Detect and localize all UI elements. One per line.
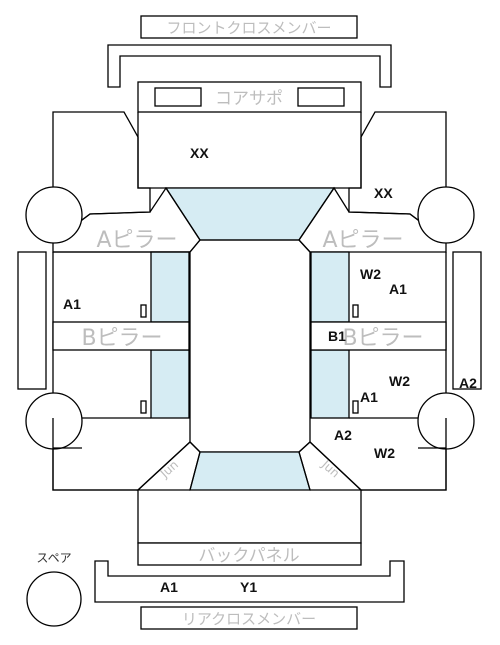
grade-rear-door-right-b: A1 (360, 389, 378, 405)
left-rear-window (150, 349, 190, 419)
left-rear-door-handle (140, 400, 147, 414)
back-panel-label: バックパネル (198, 546, 299, 566)
rear-bumper (94, 560, 405, 603)
rear-seal-left (136, 441, 201, 491)
a-pillar-left-label: Aピラー (96, 228, 177, 253)
grade-quarter-right-a: A2 (334, 427, 352, 443)
left-front-door-handle (140, 304, 147, 318)
rear-seal-left-label: Jun (157, 458, 181, 482)
core-support-label: コアサポ (215, 89, 283, 109)
hood (137, 112, 362, 189)
rear-cross-member-box (140, 606, 358, 630)
grade-quarter-right-b: W2 (374, 445, 395, 461)
core-support-right-slot (297, 87, 345, 107)
grade-rear-left: A1 (160, 579, 178, 595)
right-front-door-handle (352, 304, 359, 318)
right-rear-window (310, 349, 350, 419)
grade-front-door-right-b: A1 (389, 281, 407, 297)
rear-seal-right (298, 441, 363, 491)
front-cross-member-box (140, 15, 358, 39)
right-side-step (452, 251, 482, 390)
back-panel-box (137, 542, 362, 566)
body-left-side (52, 252, 138, 491)
b-pillar-left-label: Bピラー (81, 326, 162, 351)
core-support-left-slot (154, 87, 202, 107)
spare-tire-label: スペア (36, 551, 71, 565)
grade-rear-right: Y1 (240, 579, 257, 595)
grade-front-door-left: A1 (63, 296, 81, 312)
a-pillar-right-label: Aピラー (322, 228, 403, 253)
windshield (164, 187, 336, 241)
rear-left-wheel (25, 392, 83, 450)
trunk (137, 490, 362, 544)
rear-window (189, 451, 311, 491)
grade-fender-right: XX (374, 185, 393, 201)
front-left-wheel (25, 186, 83, 244)
front-bumper (107, 44, 392, 88)
rear-seal-right-label: Jun (318, 457, 342, 481)
left-side-step (17, 251, 47, 390)
front-cross-member-label: フロントクロスメンバー (166, 19, 331, 37)
grade-hood-left: XX (190, 145, 209, 161)
b-pillar-right-label: Bピラー (342, 326, 423, 351)
grade-step-right: A2 (459, 375, 477, 391)
b-pillar-right-band (310, 321, 447, 351)
b-pillar-left-band (52, 321, 190, 351)
cabin-outline (189, 239, 311, 453)
grade-pillar-right: B1 (328, 328, 346, 344)
grade-front-door-right-a: W2 (360, 266, 381, 282)
left-front-window (150, 251, 190, 323)
grade-rear-door-right-a: W2 (389, 373, 410, 389)
right-front-window (310, 251, 350, 323)
front-right-wheel (417, 186, 475, 244)
spare-tire (26, 571, 82, 627)
right-rear-door-handle (352, 400, 359, 414)
a-pillar-right-zone (298, 186, 447, 253)
rear-cross-member-label: リアクロスメンバー (182, 610, 316, 628)
